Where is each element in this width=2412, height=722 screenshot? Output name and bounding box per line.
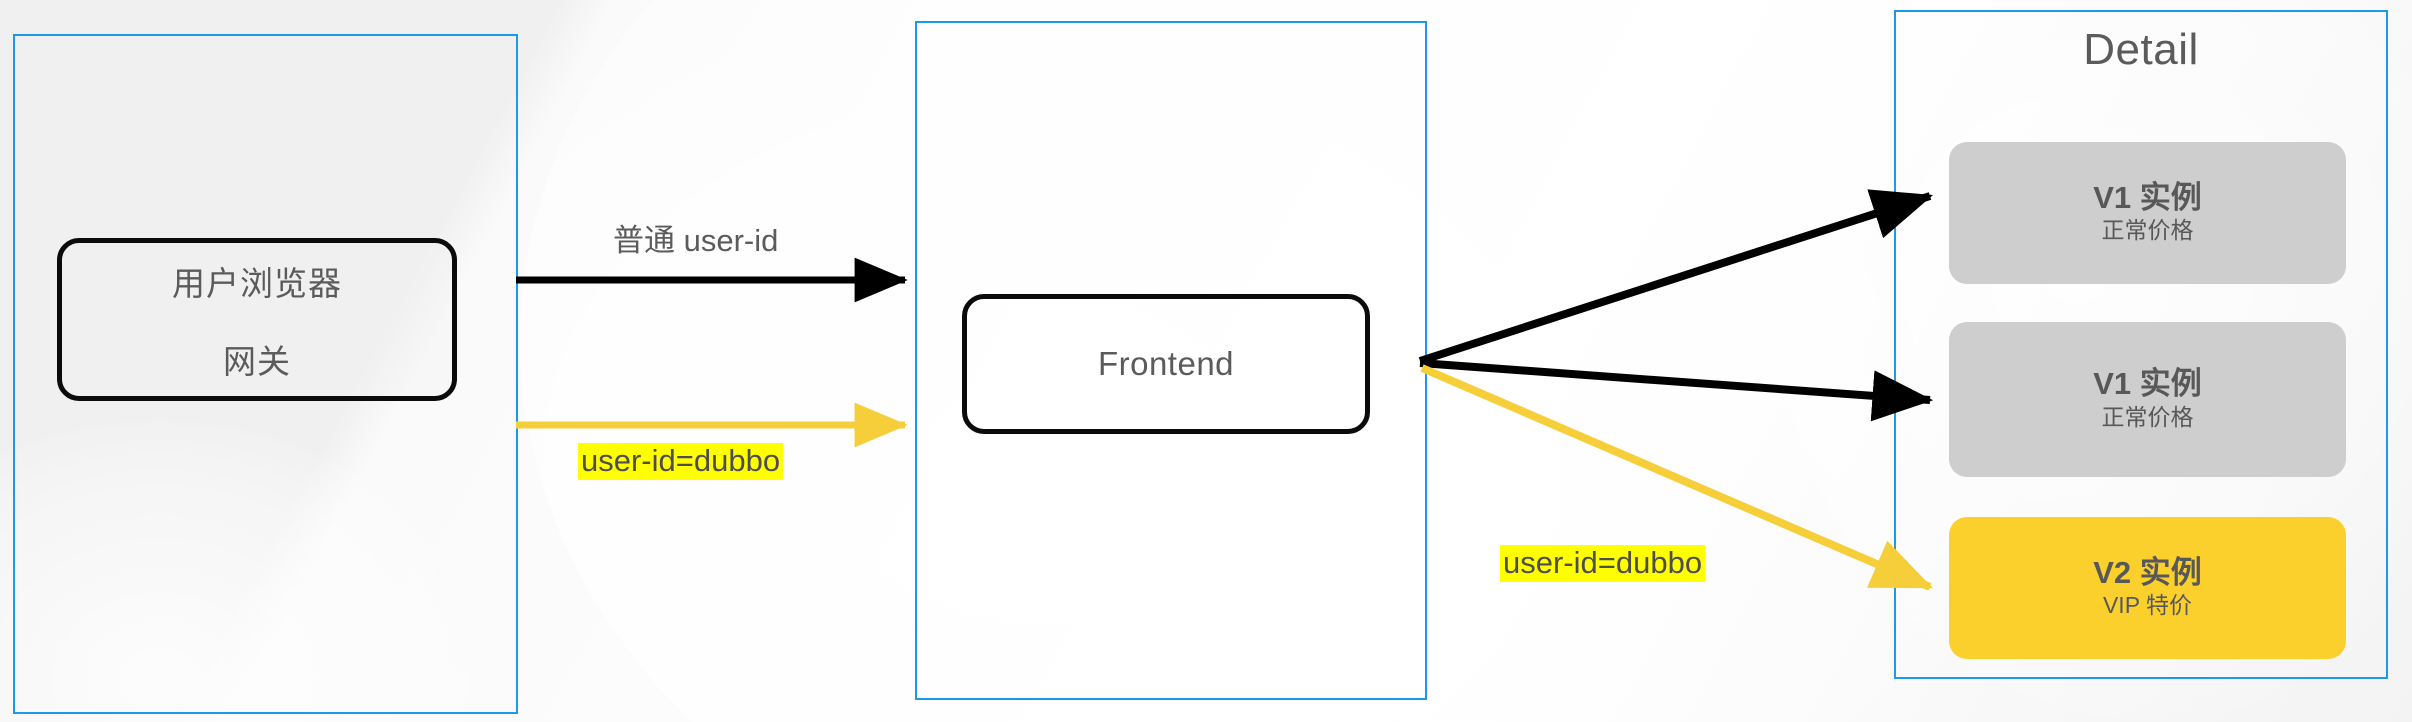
instance-card-v1-a[interactable]: V1 实例 正常价格 bbox=[1949, 142, 2346, 284]
client-node-line-1: 用户浏览器 bbox=[172, 264, 342, 302]
frontend-node[interactable]: Frontend bbox=[962, 294, 1370, 434]
instance-subtitle: 正常价格 bbox=[2101, 217, 2194, 244]
client-node-line-2: 网关 bbox=[223, 342, 291, 380]
instance-subtitle: VIP 特价 bbox=[2102, 592, 2193, 619]
edge-label-dubbo-right: user-id=dubbo bbox=[1500, 545, 1706, 582]
client-gateway-node[interactable]: 用户浏览器 网关 bbox=[57, 238, 457, 401]
edge-label-dubbo-left: user-id=dubbo bbox=[578, 443, 784, 480]
edge-label-plain-user-id: 普通 user-id bbox=[613, 223, 779, 258]
detail-panel-title: Detail bbox=[2083, 25, 2199, 74]
instance-card-v2[interactable]: V2 实例 VIP 特价 bbox=[1949, 517, 2346, 659]
instance-title: V1 实例 bbox=[2093, 366, 2202, 402]
instance-subtitle: 正常价格 bbox=[2101, 403, 2194, 430]
client-panel bbox=[13, 34, 518, 714]
instance-title: V1 实例 bbox=[2093, 179, 2202, 215]
frontend-node-label: Frontend bbox=[1097, 345, 1235, 382]
instance-title: V2 实例 bbox=[2093, 554, 2202, 590]
instance-card-v1-b[interactable]: V1 实例 正常价格 bbox=[1949, 322, 2346, 477]
